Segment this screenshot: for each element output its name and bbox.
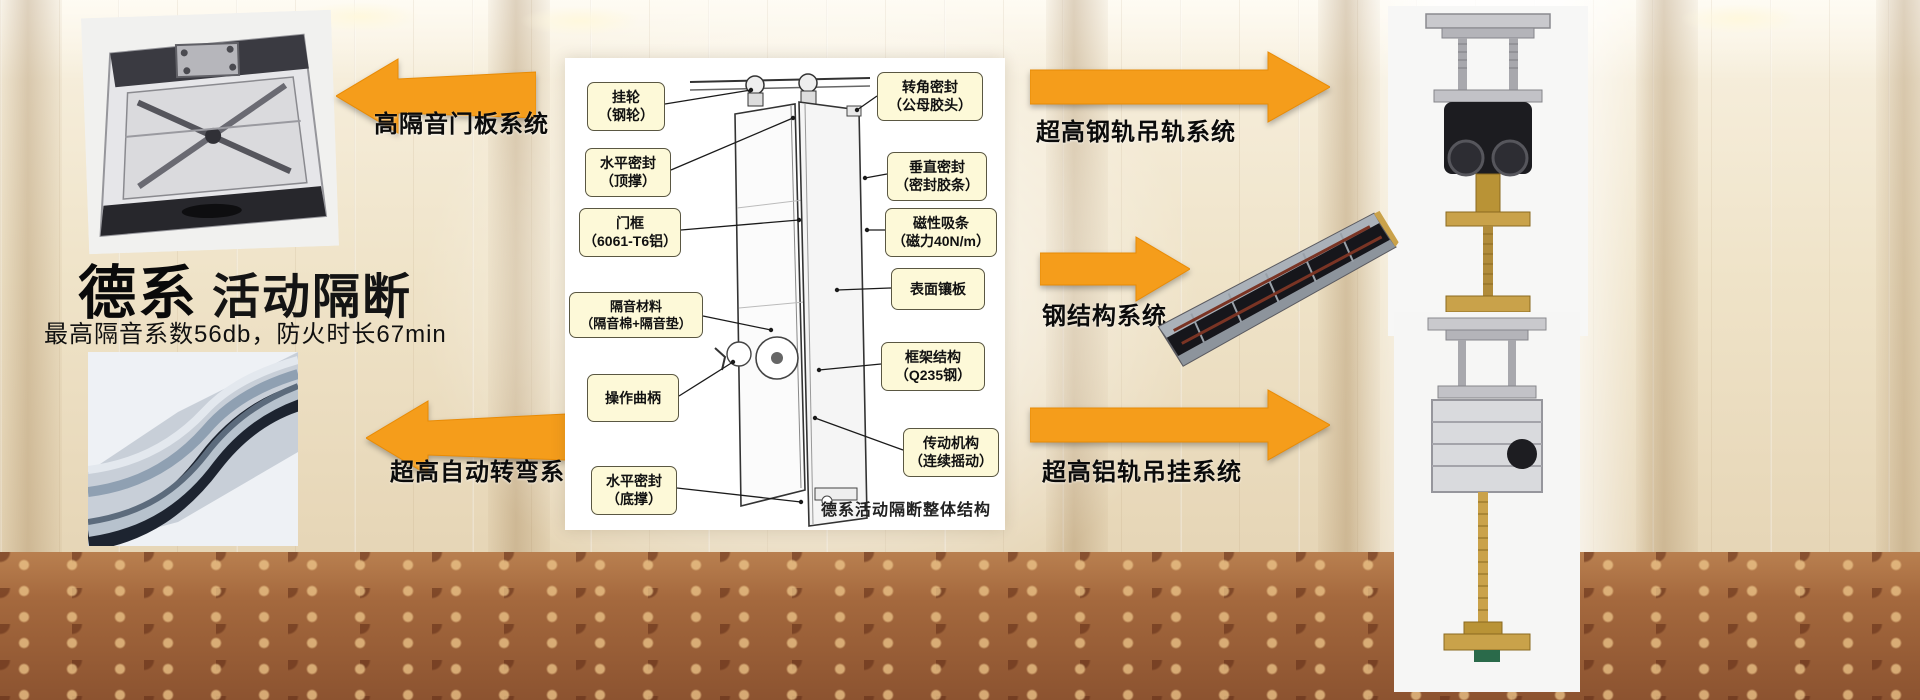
label-steel-structure-system: 钢结构系统 [1042,303,1167,330]
arrow-auto-turn [366,398,566,478]
photo-steel-structure [1134,169,1418,403]
diagram-caption: 德系活动隔断整体结构 [820,502,991,519]
callout-door-frame: 门框 （6061-T6铝） [579,208,681,257]
photo-auto-turn-track [88,352,298,546]
callout-vertical-seal: 垂直密封 （密封胶条） [887,152,987,201]
wall-column [0,0,62,570]
arrow-alu-rail [1030,388,1330,462]
title-brand: 德系 [78,261,199,326]
callout-horizontal-seal-bottom: 水平密封 （底撑） [591,466,677,515]
right-arrow-icon [1030,51,1330,123]
callout-magnetic-strip: 磁性吸条 （磁力40N/m） [885,208,997,257]
label-auto-turn-system: 超高自动转弯系统 [390,459,590,486]
arrow-door-panel [336,56,536,136]
callout-corner-seal: 转角密封 （公母胶头） [877,72,983,121]
steel-rail-hanger-image [1388,6,1588,336]
door-panel-mechanism-image [80,9,340,255]
callout-sound-insulation: 隔音材料 （隔音棉+隔音垫） [569,292,703,339]
callout-horizontal-seal-top: 水平密封 （顶撑） [585,148,671,197]
left-arrow-icon [336,58,536,134]
diagram-panel: 挂轮 （钢轮） 水平密封 （顶撑） 门框 （6061-T6铝） 隔音材料 （隔音… [565,58,1005,530]
product-title: 德系 活动隔断 [78,246,412,330]
arrow-steel-rail [1030,50,1330,124]
callout-surface-panel: 表面镶板 [891,268,985,311]
steel-structure-image [1157,210,1399,367]
label-steel-rail-system: 超高钢轨吊轨系统 [1036,119,1236,146]
right-arrow-icon [1040,236,1190,302]
left-arrow-icon [366,400,566,476]
photo-door-panel-mechanism [80,9,340,255]
title-name: 活动隔断 [212,271,413,324]
ceiling-light [1680,4,1800,34]
partition-structure-sketch [664,73,904,527]
photo-steel-rail-hanger [1388,6,1588,336]
auto-turn-track-image [88,352,298,546]
label-door-panel-system: 高隔音门板系统 [374,111,549,138]
ballroom-carpet [0,552,1920,700]
photo-alu-rail-hanger [1394,312,1580,692]
wall-column [1876,0,1920,570]
label-alu-rail-system: 超高铝轨吊挂系统 [1042,459,1242,486]
arrow-steel-structure [1040,234,1190,304]
alu-rail-hanger-image [1394,312,1580,692]
callout-hanging-wheel: 挂轮 （钢轮） [587,82,665,131]
callout-transmission: 传动机构 （连续摇动） [903,428,999,477]
product-subtitle: 最高隔音系数56db，防火时长67min [44,321,447,348]
callout-frame-structure: 框架结构 （Q235钢） [881,342,985,391]
right-arrow-icon [1030,389,1330,461]
callout-operating-crank: 操作曲柄 [587,374,679,423]
